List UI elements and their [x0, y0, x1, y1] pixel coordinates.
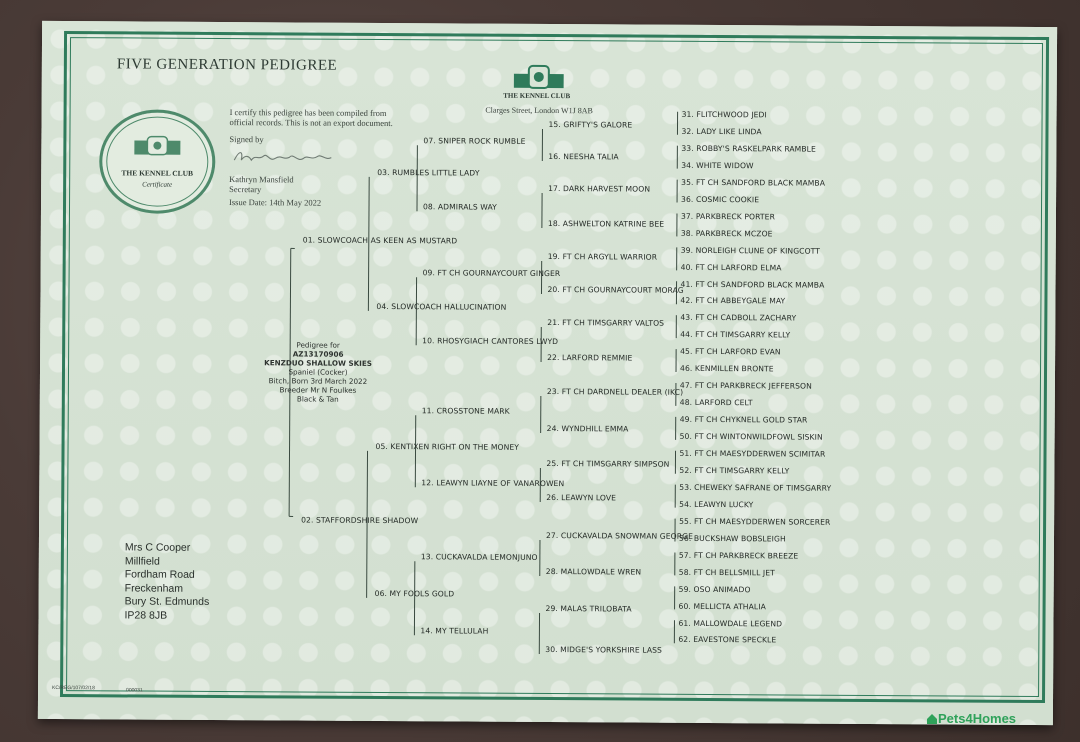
gen4-ancestor: 26. LEAWYN LOVE [546, 492, 617, 503]
kennel-club-address: Clarges Street, London W1J 8AB [485, 105, 593, 116]
signatory-position: Secretary [229, 184, 262, 195]
owner-line: Freckenham [124, 582, 184, 595]
gen3-ancestor: 12. LEAWYN LIAYNE OF VANAROWEN [421, 478, 565, 489]
gen5-ancestor: 54. LEAWYN LUCKY [679, 499, 754, 510]
gen5-ancestor: 37. PARKBRECK PORTER [680, 211, 776, 222]
kennel-club-crest-icon [134, 135, 181, 156]
gen4-ancestor: 23. FT CH DARDNELL DEALER (IKC) [546, 386, 684, 397]
gen5-ancestor: 39. NORLEIGH CLUNE OF KINGCOTT [680, 245, 821, 256]
owner-line: Fordham Road [124, 568, 195, 582]
owner-address: Mrs C Cooper Millfield Fordham Road Frec… [124, 541, 209, 623]
gen5-ancestor: 43. FT CH CADBOLL ZACHARY [680, 313, 797, 323]
gen2-ancestor: 04. SLOWCOACH HALLUCINATION [376, 301, 507, 312]
gen5-ancestor: 53. CHEWEKY SAFRANE OF TIMSGARRY [679, 482, 832, 493]
gen5-ancestor: 61. MALLOWDALE LEGEND [678, 618, 783, 628]
form-code: KC/REG/107/02/18 [52, 684, 95, 692]
gen5-ancestor: 62. EAVESTONE SPECKLE [678, 635, 777, 645]
gen5-ancestor: 45. FT CH LARFORD EVAN [680, 347, 781, 357]
gen4-ancestor: 17. DARK HARVEST MOON [548, 184, 651, 194]
pedigree-bracket-line [366, 450, 369, 598]
signature-image [233, 152, 332, 162]
gen5-ancestor: 42. FT CH ABBEYGALE MAY [680, 296, 786, 306]
gen5-ancestor: 49. FT CH CHYKNELL GOLD STAR [679, 414, 808, 425]
pedigree-tree-lines [288, 111, 679, 654]
gen5-ancestor: 41. FT CH SANDFORD BLACK MAMBA [680, 279, 825, 290]
gen5-ancestor: 58. FT CH BELLSMILL JET [678, 567, 775, 578]
gen5-ancestor: 51. FT CH MAESYDDERWEN SCIMITAR [679, 448, 826, 459]
owner-line: Millfield [124, 555, 160, 568]
pedigree-certificate: FIVE GENERATION PEDIGREE THE KENNEL CLUB… [37, 20, 1058, 726]
signatory-name: Kathryn Mansfield [229, 174, 294, 185]
gen5-ancestor: 32. LADY LIKE LINDA [681, 126, 762, 137]
kennel-club-logo-icon [513, 64, 564, 89]
gen5-ancestor: 38. PARKBRECK MCZOE [680, 228, 773, 239]
gen5-ancestor: 50. FT CH WINTONWILDFOWL SISKIN [679, 431, 823, 442]
gen5-ancestor: 40. FT CH LARFORD ELMA [680, 262, 782, 272]
gen5-ancestor: 48. LARFORD CELT [679, 397, 753, 408]
subject-details: Pedigree for AZ13170906 KENZDUO SHALLOW … [248, 340, 388, 404]
gen4-ancestor: 30. MIDGE'S YORKSHIRE LASS [545, 644, 663, 655]
subject-name: KENZDUO SHALLOW SKIES [264, 358, 372, 368]
gen4-ancestor: 24. WYNDHILL EMMA [546, 423, 629, 434]
gen4-ancestor: 15. GRIFTY'S GALORE [548, 120, 633, 130]
gen5-ancestor: 60. MELLICTA ATHALIA [678, 601, 766, 611]
gen4-ancestor: 25. FT CH TIMSGARRY SIMPSON [546, 458, 670, 469]
gen5-ancestor: 46. KENMILLEN BRONTE [680, 364, 774, 374]
gen5-ancestor: 52. FT CH TIMSGARRY KELLY [679, 465, 790, 476]
gen5-ancestor: 31. FLITCHWOOD JEDI [681, 109, 767, 120]
gen3-ancestor: 10. RHOSYGIACH CANTORES LWYD [422, 336, 559, 347]
gen5-ancestor: 34. WHITE WIDOW [681, 160, 754, 171]
gen5-ancestor: 56. BUCKSHAW BOBSLEIGH [678, 533, 786, 544]
owner-line: Mrs C Cooper [124, 541, 191, 554]
gen5-ancestor: 57. FT CH PARKBRECK BREEZE [678, 550, 799, 561]
certify-line-2: official records. This is not an export … [229, 117, 393, 129]
gen2-ancestor: 03. RUMBLES LITTLE LADY [377, 167, 480, 178]
gen5-ancestor: 36. COSMIC COOKIE [681, 194, 760, 205]
gen5-ancestor: 55. FT CH MAESYDDERWEN SORCERER [679, 516, 831, 527]
gen4-ancestor: 20. FT CH GOURNAYCOURT MORAG [547, 284, 684, 295]
gen4-ancestor: 27. CUCKAVALDA SNOWMAN GEORGE [545, 530, 694, 541]
gen4-ancestor: 21. FT CH TIMSGARRY VALTOS [547, 317, 665, 328]
owner-line: IP28 8JB [124, 609, 168, 622]
gen3-ancestor: 11. CROSSTONE MARK [421, 406, 510, 416]
subject-sex-born: Bitch, Born 3rd March 2022 [268, 376, 368, 386]
gen4-ancestor: 16. NEESHA TALIA [548, 152, 619, 162]
signed-by-label: Signed by [229, 134, 264, 145]
gen1-ancestor: 01. SLOWCOACH AS KEEN AS MUSTARD [302, 235, 458, 246]
gen4-ancestor: 19. FT CH ARGYLL WARRIOR [547, 251, 658, 262]
kennel-club-name: THE KENNEL CLUB [503, 91, 571, 101]
gen4-ancestor: 28. MALLOWDALE WREN [545, 566, 642, 577]
gen3-ancestor: 08. ADMIRALS WAY [422, 202, 497, 212]
gen5-ancestor: 47. FT CH PARKBRECK JEFFERSON [679, 380, 812, 391]
form-serial: 000031 [126, 687, 143, 694]
document-title: FIVE GENERATION PEDIGREE [116, 56, 338, 74]
issue-date: Issue Date: 14th May 2022 [229, 197, 322, 208]
gen2-ancestor: 06. MY FOOLS GOLD [374, 588, 455, 599]
watermark-logo: Pets4Homes [938, 711, 1017, 726]
gen3-ancestor: 09. FT CH GOURNAYCOURT GINGER [422, 268, 561, 279]
gen2-ancestor: 05. KENTIXEN RIGHT ON THE MONEY [375, 441, 520, 452]
pedigree-bracket-line [288, 248, 292, 517]
gen5-ancestor: 35. FT CH SANDFORD BLACK MAMBA [681, 177, 826, 188]
gen5-ancestor: 44. FT CH TIMSGARRY KELLY [680, 330, 791, 340]
owner-line: Bury St. Edmunds [124, 595, 210, 609]
pedigree-bracket-line [367, 176, 370, 311]
gen5-ancestor: 59. OSO ANIMADO [678, 584, 751, 594]
seal-title: THE KENNEL CLUB [121, 168, 194, 178]
gen4-ancestor: 18. ASHWELTON KATRINE BEE [547, 218, 665, 229]
subject-colour: Black & Tan [296, 394, 339, 404]
gen3-ancestor: 07. SNIPER ROCK RUMBLE [423, 136, 526, 146]
seal-subtitle: Certificate [142, 180, 173, 189]
kennel-club-seal: THE KENNEL CLUB Certificate [98, 109, 216, 214]
gen4-ancestor: 29. MALAS TRILOBATA [545, 603, 632, 614]
gen5-ancestor: 33. ROBBY'S RASKELPARK RAMBLE [681, 143, 816, 154]
gen1-ancestor: 02. STAFFORDSHIRE SHADOW [301, 515, 419, 526]
gen3-ancestor: 13. CUCKAVALDA LEMONJUNO [420, 552, 538, 562]
pets4homes-house-icon [927, 714, 937, 724]
gen4-ancestor: 22. LARFORD REMMIE [547, 352, 633, 363]
gen3-ancestor: 14. MY TELLULAH [420, 626, 489, 636]
